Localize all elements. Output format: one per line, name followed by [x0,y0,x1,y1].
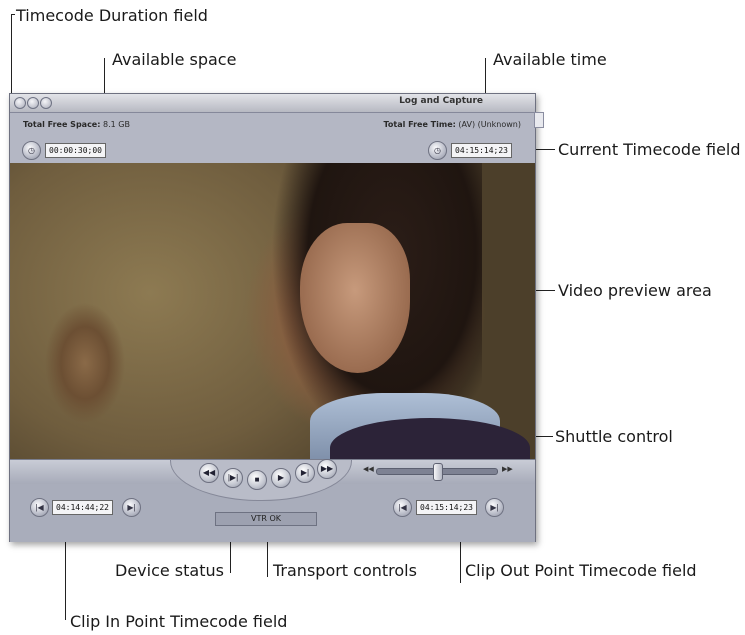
video-preview [10,163,535,459]
free-time-value: (AV) (Unknown) [458,120,521,129]
callout-shuttle-control: Shuttle control [555,427,673,446]
callout-timecode-duration: Timecode Duration field [16,6,208,25]
play-in-to-out-icon[interactable]: |▶| [223,468,243,488]
stop-icon[interactable]: ■ [247,470,267,490]
leader-available-time [485,58,486,109]
rewind-icon[interactable]: ◀◀ [199,463,219,483]
free-space-info: Total Free Space: 8.1 GB [23,120,130,129]
device-status: VTR OK [215,512,317,526]
play-around-current-icon[interactable]: ▶| [295,463,315,483]
title-bar[interactable]: Log and Capture [10,94,535,113]
mark-in-icon[interactable]: ▶| [122,498,141,517]
free-time-label: Total Free Time: [383,120,456,129]
free-time-info: Total Free Time: (AV) (Unknown) [384,120,522,129]
transport-controls: ◀◀ |▶| ■ ▶ ▶| ▶▶ [170,459,352,501]
fast-forward-icon[interactable]: ▶▶ [317,459,337,479]
callout-video-preview: Video preview area [558,281,712,300]
free-space-value: 8.1 GB [102,120,130,129]
minimize-icon[interactable] [27,97,39,109]
video-subject-vest [330,418,530,459]
go-to-in-point-icon[interactable]: |◀ [30,498,49,517]
leader-device-status [230,520,231,573]
clip-in-timecode-field[interactable]: 04:14:44;22 [52,500,113,515]
zoom-icon[interactable] [40,97,52,109]
leader-timecode-duration-v [11,14,12,146]
clip-out-timecode-field[interactable]: 04:15:14;23 [416,500,477,515]
callout-clip-in: Clip In Point Timecode field [70,612,288,631]
callout-clip-out: Clip Out Point Timecode field [465,561,697,580]
leader-clip-in [65,530,66,620]
callout-available-space: Available space [112,50,237,69]
window-side-tab [534,112,544,128]
video-subject-face [300,223,410,373]
go-to-out-point-icon[interactable]: ▶| [485,498,504,517]
free-space-label: Total Free Space: [23,120,101,129]
window-title: Log and Capture [399,96,483,106]
callout-device-status: Device status [115,561,224,580]
current-timecode-field[interactable]: 04:15:14;23 [451,143,512,158]
leader-available-space [104,58,105,106]
shuttle-rewind-icon: ◀◀ [363,466,374,473]
callout-available-time: Available time [493,50,607,69]
shuttle-thumb[interactable] [433,463,443,481]
leader-video-preview [531,290,555,291]
leader-timecode-duration-h [11,14,15,15]
mark-out-icon[interactable]: |◀ [393,498,412,517]
duration-timecode-field[interactable]: 00:00:30;00 [45,143,106,158]
log-and-capture-window: Log and Capture Total Free Space: 8.1 GB… [9,93,544,542]
callout-transport-controls: Transport controls [273,561,417,580]
leader-current-timecode [522,149,555,150]
control-bar: ◀◀ |▶| ■ ▶ ▶| ▶▶ ◀◀ ▶▶ |◀ 04:14:44;22 ▶|… [10,459,535,542]
close-icon[interactable] [14,97,26,109]
play-icon[interactable]: ▶ [271,468,291,488]
leader-clip-out [460,533,461,583]
current-timecode-clock-icon[interactable]: ◷ [428,141,447,160]
duration-clock-icon[interactable]: ◷ [22,141,41,160]
shuttle-forward-icon: ▶▶ [502,466,513,473]
callout-current-timecode: Current Timecode field [558,140,741,159]
shuttle-control[interactable] [376,463,498,481]
